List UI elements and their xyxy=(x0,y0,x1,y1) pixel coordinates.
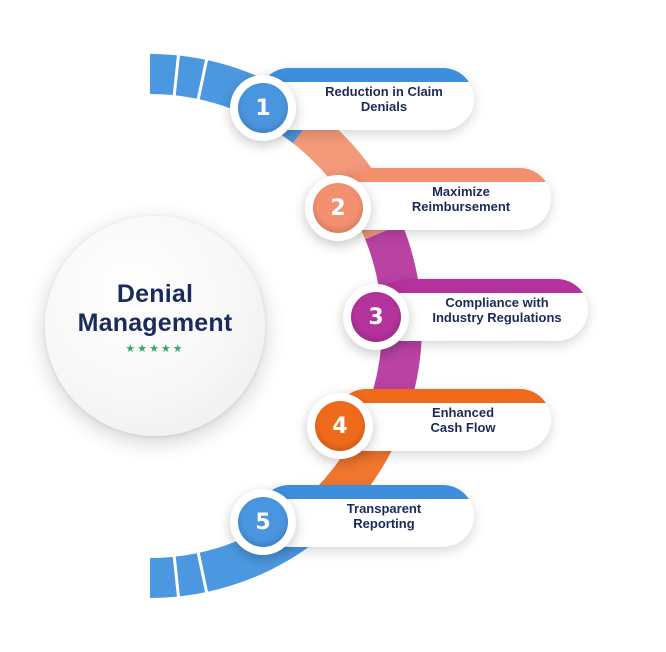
step-label-3: Compliance with Industry Regulations xyxy=(412,279,582,341)
step-label-1-line2: Denials xyxy=(360,99,408,114)
step-number-4: 4 xyxy=(315,401,365,451)
step-label-3-line1: Compliance with xyxy=(445,295,549,310)
step-pill-accent-3 xyxy=(372,279,588,293)
step-pill-3: Compliance with Industry Regulations xyxy=(372,279,588,341)
arc-separator-3 xyxy=(196,550,209,595)
step-number-3: 3 xyxy=(351,292,401,342)
arc-separator-4 xyxy=(172,554,181,599)
step-number-1: 1 xyxy=(238,83,288,133)
step-label-4: Enhanced Cash Flow xyxy=(383,389,543,451)
step-label-2-line2: Reimbursement xyxy=(411,199,511,214)
step-number-2: 2 xyxy=(313,183,363,233)
step-label-5-line1: Transparent xyxy=(346,501,422,516)
step-number-5: 5 xyxy=(238,497,288,547)
step-pill-2: Maximize Reimbursement xyxy=(335,168,551,230)
center-circle: Denial Management ★★★★★ xyxy=(45,216,265,436)
step-label-5-line2: Reporting xyxy=(353,516,415,531)
step-pill-4: Enhanced Cash Flow xyxy=(335,389,551,451)
arc-separator-1 xyxy=(172,53,181,98)
center-title-line1: Denial xyxy=(116,280,194,308)
step-badge-3: 3 xyxy=(343,284,409,350)
step-label-4-line2: Cash Flow xyxy=(430,420,496,435)
step-badge-5: 5 xyxy=(230,489,296,555)
step-label-2: Maximize Reimbursement xyxy=(381,168,541,230)
step-label-2-line1: Maximize xyxy=(432,184,490,199)
step-label-4-line1: Enhanced xyxy=(431,405,495,420)
step-label-1: Reduction in Claim Denials xyxy=(308,68,460,130)
step-badge-2: 2 xyxy=(305,175,371,241)
center-title: Denial Management xyxy=(45,280,265,338)
arc-separator-2 xyxy=(196,57,209,102)
step-pill-accent-2 xyxy=(335,168,551,182)
step-badge-4: 4 xyxy=(307,393,373,459)
center-title-line2: Management xyxy=(77,309,233,337)
step-label-1-line1: Reduction in Claim xyxy=(325,84,443,99)
step-badge-1: 1 xyxy=(230,75,296,141)
step-pill-accent-4 xyxy=(335,389,551,403)
step-pill-accent-5 xyxy=(258,485,474,499)
step-label-3-line2: Industry Regulations xyxy=(432,310,562,325)
rating-stars: ★★★★★ xyxy=(125,343,185,355)
step-pill-accent-1 xyxy=(258,68,474,82)
step-label-5: Transparent Reporting xyxy=(308,485,460,547)
